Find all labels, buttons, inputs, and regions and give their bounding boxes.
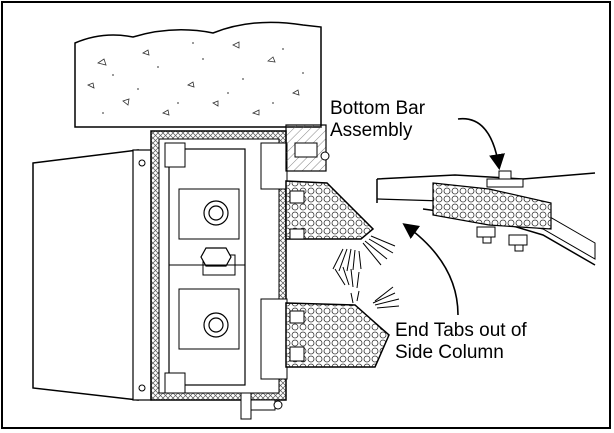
bottom-bar-leader bbox=[457, 118, 505, 171]
technical-drawing bbox=[32, 21, 596, 420]
lower-seal bbox=[285, 302, 390, 368]
bottom-bar-assembly bbox=[375, 170, 596, 266]
end-tabs-label-line1: End Tabs out of bbox=[395, 320, 527, 341]
upper-seal bbox=[285, 180, 375, 240]
bottom-bar-label-line2: Assembly bbox=[330, 120, 413, 141]
end-tabs-label-line2: Side Column bbox=[395, 342, 504, 363]
bottom-bar-label-line1: Bottom Bar bbox=[330, 98, 426, 119]
brush-bristles bbox=[332, 235, 400, 309]
concrete-slab bbox=[74, 21, 322, 128]
side-column-housing bbox=[32, 130, 288, 420]
end-tabs-leader bbox=[402, 223, 459, 316]
top-clip bbox=[285, 124, 330, 172]
